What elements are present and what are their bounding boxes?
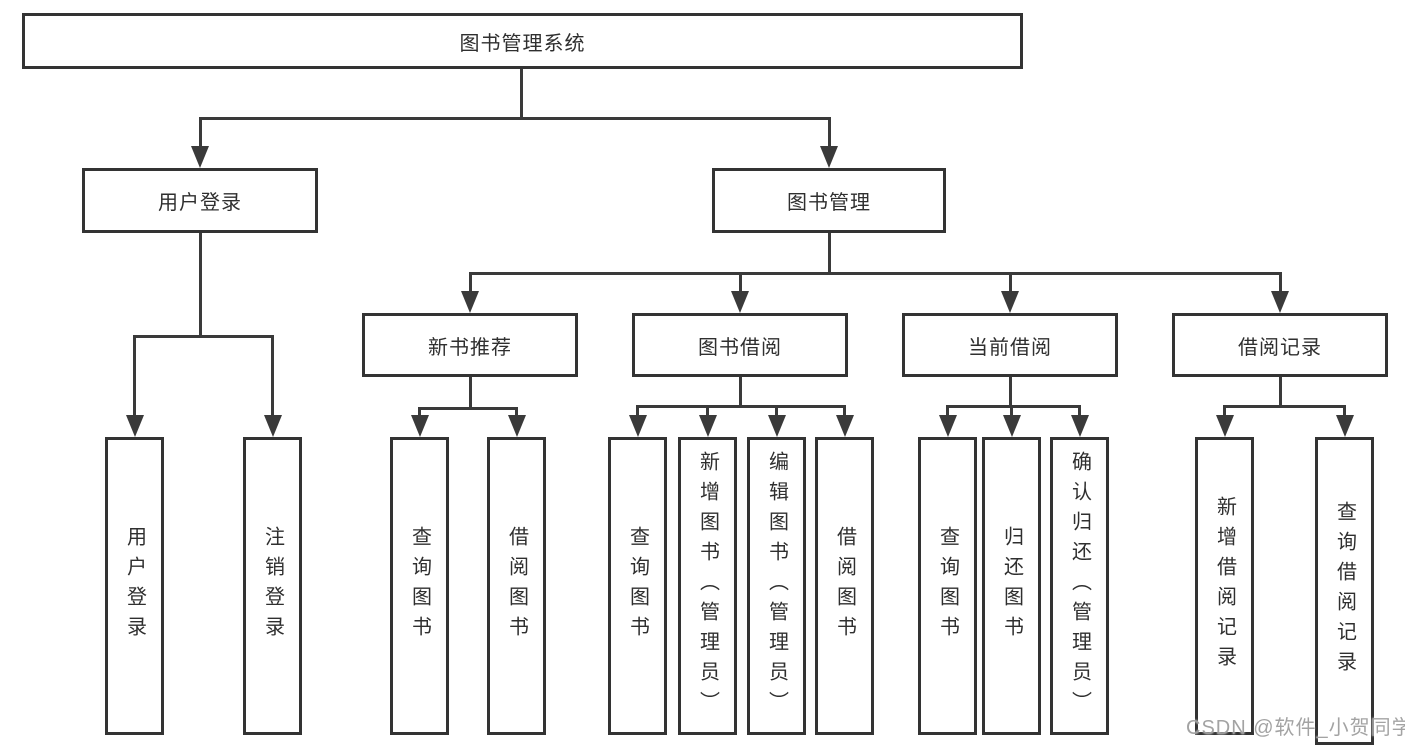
connector-line <box>515 407 518 419</box>
node-label: 查询图书 <box>626 526 649 646</box>
leaf-borrow-books-recommend: 借阅图书 <box>487 437 546 735</box>
connector-line <box>843 405 846 417</box>
leaf-confirm-return-admin: 确认归还（管理员） <box>1050 437 1109 735</box>
connector-line <box>1009 272 1012 294</box>
connector-line <box>828 233 831 272</box>
arrow-down-icon <box>699 415 717 437</box>
leaf-logout: 注销登录 <box>243 437 302 735</box>
node-label: 图书借阅 <box>698 336 782 359</box>
connector-line <box>1078 405 1081 417</box>
node-label: 归还图书 <box>1000 526 1023 646</box>
connector-line <box>199 117 831 120</box>
arrow-down-icon <box>1216 415 1234 437</box>
arrow-down-icon <box>939 415 957 437</box>
node-label: 确认归还（管理员） <box>1068 451 1091 721</box>
connector-line <box>1343 405 1346 417</box>
arrow-down-icon <box>1336 415 1354 437</box>
connector-line <box>946 405 949 417</box>
node-label: 用户登录 <box>123 526 146 646</box>
connector-line <box>946 405 1081 408</box>
connector-line <box>1279 377 1282 405</box>
connector-line <box>469 272 1282 275</box>
connector-line <box>418 407 518 410</box>
node-book-borrowing: 图书借阅 <box>632 313 848 377</box>
connector-line <box>1010 405 1013 417</box>
leaf-query-borrow-record: 查询借阅记录 <box>1315 437 1374 745</box>
leaf-query-books-recommend: 查询图书 <box>390 437 449 735</box>
arrow-down-icon <box>411 415 429 437</box>
node-label: 借阅图书 <box>505 526 528 646</box>
connector-line <box>775 405 778 417</box>
leaf-query-books-current: 查询图书 <box>918 437 977 735</box>
arrow-down-icon <box>820 146 838 168</box>
connector-line <box>1279 272 1282 294</box>
arrow-down-icon <box>768 415 786 437</box>
connector-line <box>133 335 136 417</box>
connector-line <box>828 117 831 150</box>
connector-line <box>739 272 742 294</box>
node-label: 查询图书 <box>408 526 431 646</box>
connector-line <box>636 405 846 408</box>
arrow-down-icon <box>461 291 479 313</box>
connector-line <box>133 335 274 338</box>
leaf-user-login: 用户登录 <box>105 437 164 735</box>
node-label: 新增图书（管理员） <box>696 451 719 721</box>
leaf-return-books: 归还图书 <box>982 437 1041 735</box>
connector-line <box>1223 405 1346 408</box>
node-current-borrowing: 当前借阅 <box>902 313 1118 377</box>
leaf-add-books-admin: 新增图书（管理员） <box>678 437 737 735</box>
arrow-down-icon <box>1271 291 1289 313</box>
connector-line <box>739 377 742 405</box>
node-label: 图书管理 <box>787 192 871 214</box>
arrow-down-icon <box>264 415 282 437</box>
connector-line <box>706 405 709 417</box>
node-label: 图书管理系统 <box>459 32 586 55</box>
node-label: 借阅图书 <box>833 526 856 646</box>
connector-line <box>469 377 472 407</box>
connector-line <box>469 272 472 294</box>
arrow-down-icon <box>1001 291 1019 313</box>
leaf-edit-books-admin: 编辑图书（管理员） <box>747 437 806 735</box>
arrow-down-icon <box>508 415 526 437</box>
connector-line <box>199 233 202 335</box>
node-label: 新书推荐 <box>428 336 512 359</box>
watermark: CSDN @软件_小贺同学 <box>1186 717 1405 739</box>
connector-line <box>1009 377 1012 405</box>
node-label: 查询图书 <box>936 526 959 646</box>
arrow-down-icon <box>126 415 144 437</box>
node-label: 查询借阅记录 <box>1333 501 1356 681</box>
node-book-management: 图书管理 <box>712 168 946 233</box>
node-label: 编辑图书（管理员） <box>765 451 788 721</box>
node-borrowing-records: 借阅记录 <box>1172 313 1388 377</box>
arrow-down-icon <box>629 415 647 437</box>
node-user-login: 用户登录 <box>82 168 318 233</box>
arrow-down-icon <box>731 291 749 313</box>
connector-line <box>271 335 274 417</box>
leaf-add-borrow-record: 新增借阅记录 <box>1195 437 1254 735</box>
node-label: 当前借阅 <box>968 336 1052 359</box>
connector-line <box>636 405 639 417</box>
connector-line <box>1223 405 1226 417</box>
leaf-borrow-books-borrowing: 借阅图书 <box>815 437 874 735</box>
leaf-query-books-borrowing: 查询图书 <box>608 437 667 735</box>
node-label: 注销登录 <box>261 526 284 646</box>
node-label: 新增借阅记录 <box>1213 496 1236 676</box>
arrow-down-icon <box>836 415 854 437</box>
arrow-down-icon <box>1003 415 1021 437</box>
connector-line <box>418 407 421 419</box>
connector-line <box>520 69 523 117</box>
arrow-down-icon <box>191 146 209 168</box>
node-label: 用户登录 <box>158 192 242 214</box>
node-new-book-recommendation: 新书推荐 <box>362 313 578 377</box>
node-label: 借阅记录 <box>1238 336 1322 359</box>
arrow-down-icon <box>1071 415 1089 437</box>
connector-line <box>199 117 202 150</box>
node-library-management-system: 图书管理系统 <box>22 13 1023 69</box>
